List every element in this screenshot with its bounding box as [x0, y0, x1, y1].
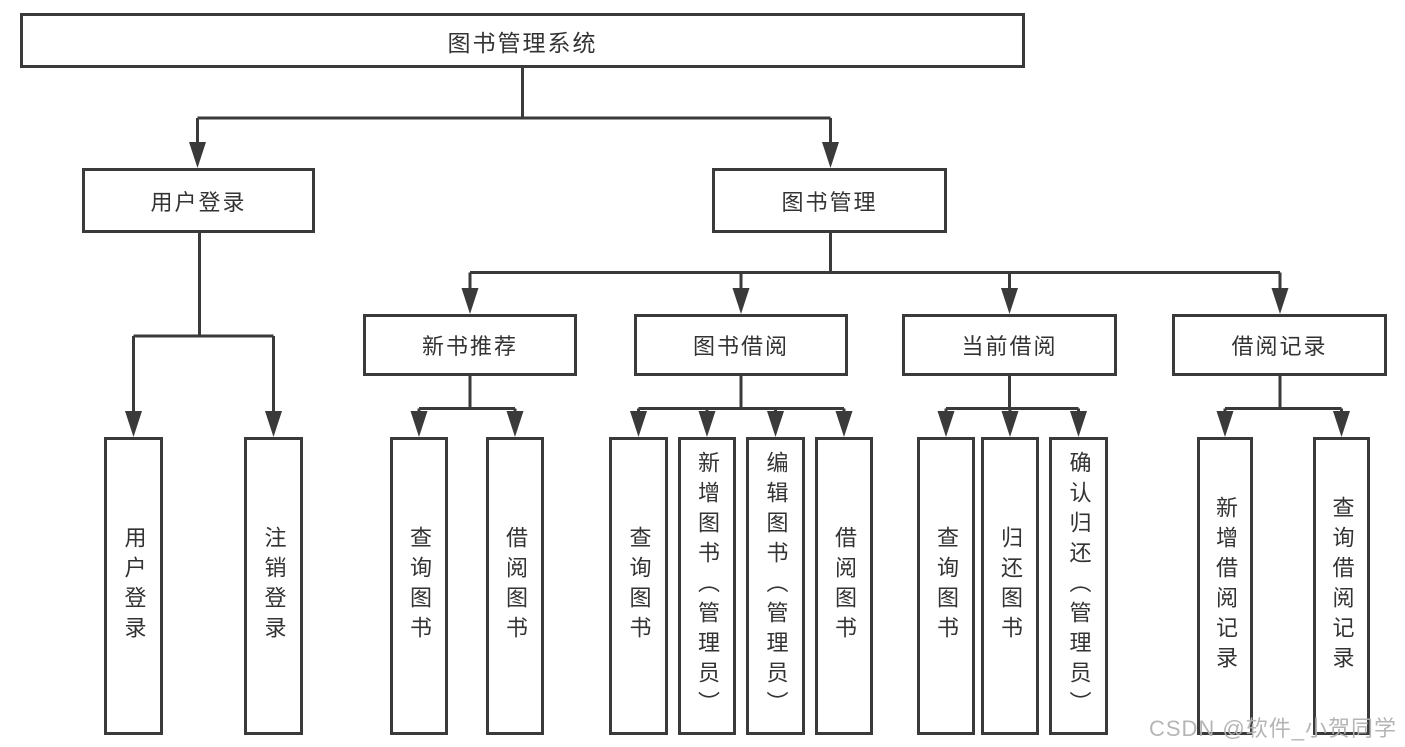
leaf-label: 查询图书 [934, 526, 959, 646]
leaf-label: 确认归还（管理员） [1066, 451, 1092, 721]
leaf-label: 查询借阅记录 [1329, 496, 1355, 676]
leaf-label: 借阅图书 [832, 526, 857, 646]
leaf-edit-books-admin: 编辑图书（管理员） [746, 437, 805, 735]
node-book-borrow: 图书借阅 [634, 314, 848, 376]
leaf-label: 注销登录 [261, 526, 287, 646]
leaf-query-books-recommend: 查询图书 [390, 437, 448, 735]
edge-root-to-level2 [189, 68, 839, 168]
leaf-label: 编辑图书（管理员） [763, 451, 789, 721]
leaf-label: 新增借阅记录 [1213, 496, 1238, 676]
leaf-add-books-admin: 新增图书（管理员） [678, 437, 736, 735]
node-current-borrow: 当前借阅 [902, 314, 1117, 376]
leaf-user-login: 用户登录 [104, 437, 163, 735]
leaf-query-books-current: 查询图书 [917, 437, 975, 735]
leaf-label: 用户登录 [121, 526, 147, 646]
node-user-login: 用户登录 [82, 168, 315, 233]
leaf-borrow-books-recommend: 借阅图书 [486, 437, 544, 735]
leaf-label: 借阅图书 [503, 526, 528, 646]
leaf-label: 查询图书 [626, 526, 652, 646]
edge-new-book-recommend-to-leaves [410, 376, 524, 437]
edge-borrow-records-to-leaves [1216, 376, 1350, 437]
leaf-return-books: 归还图书 [981, 437, 1039, 735]
node-library-management-system: 图书管理系统 [20, 13, 1025, 68]
leaf-add-borrow-record: 新增借阅记录 [1197, 437, 1253, 735]
leaf-label: 查询图书 [407, 526, 432, 646]
leaf-label: 新增图书（管理员） [695, 451, 720, 721]
node-book-management: 图书管理 [712, 168, 947, 233]
edge-user-login-to-leaves [125, 233, 282, 437]
leaf-label: 归还图书 [998, 526, 1023, 646]
edge-current-borrow-to-leaves [937, 376, 1087, 437]
edge-book-management-to-groups [461, 233, 1289, 314]
leaf-query-borrow-record: 查询借阅记录 [1313, 437, 1370, 735]
leaf-confirm-return-admin: 确认归还（管理员） [1049, 437, 1108, 735]
edge-book-borrow-to-leaves [630, 376, 853, 437]
node-borrow-records: 借阅记录 [1172, 314, 1387, 376]
node-new-book-recommend: 新书推荐 [363, 314, 577, 376]
csdn-watermark: CSDN @软件_小贺同学 [1148, 716, 1397, 741]
leaf-logout: 注销登录 [244, 437, 303, 735]
leaf-borrow-books: 借阅图书 [815, 437, 873, 735]
leaf-query-books-borrow: 查询图书 [609, 437, 668, 735]
